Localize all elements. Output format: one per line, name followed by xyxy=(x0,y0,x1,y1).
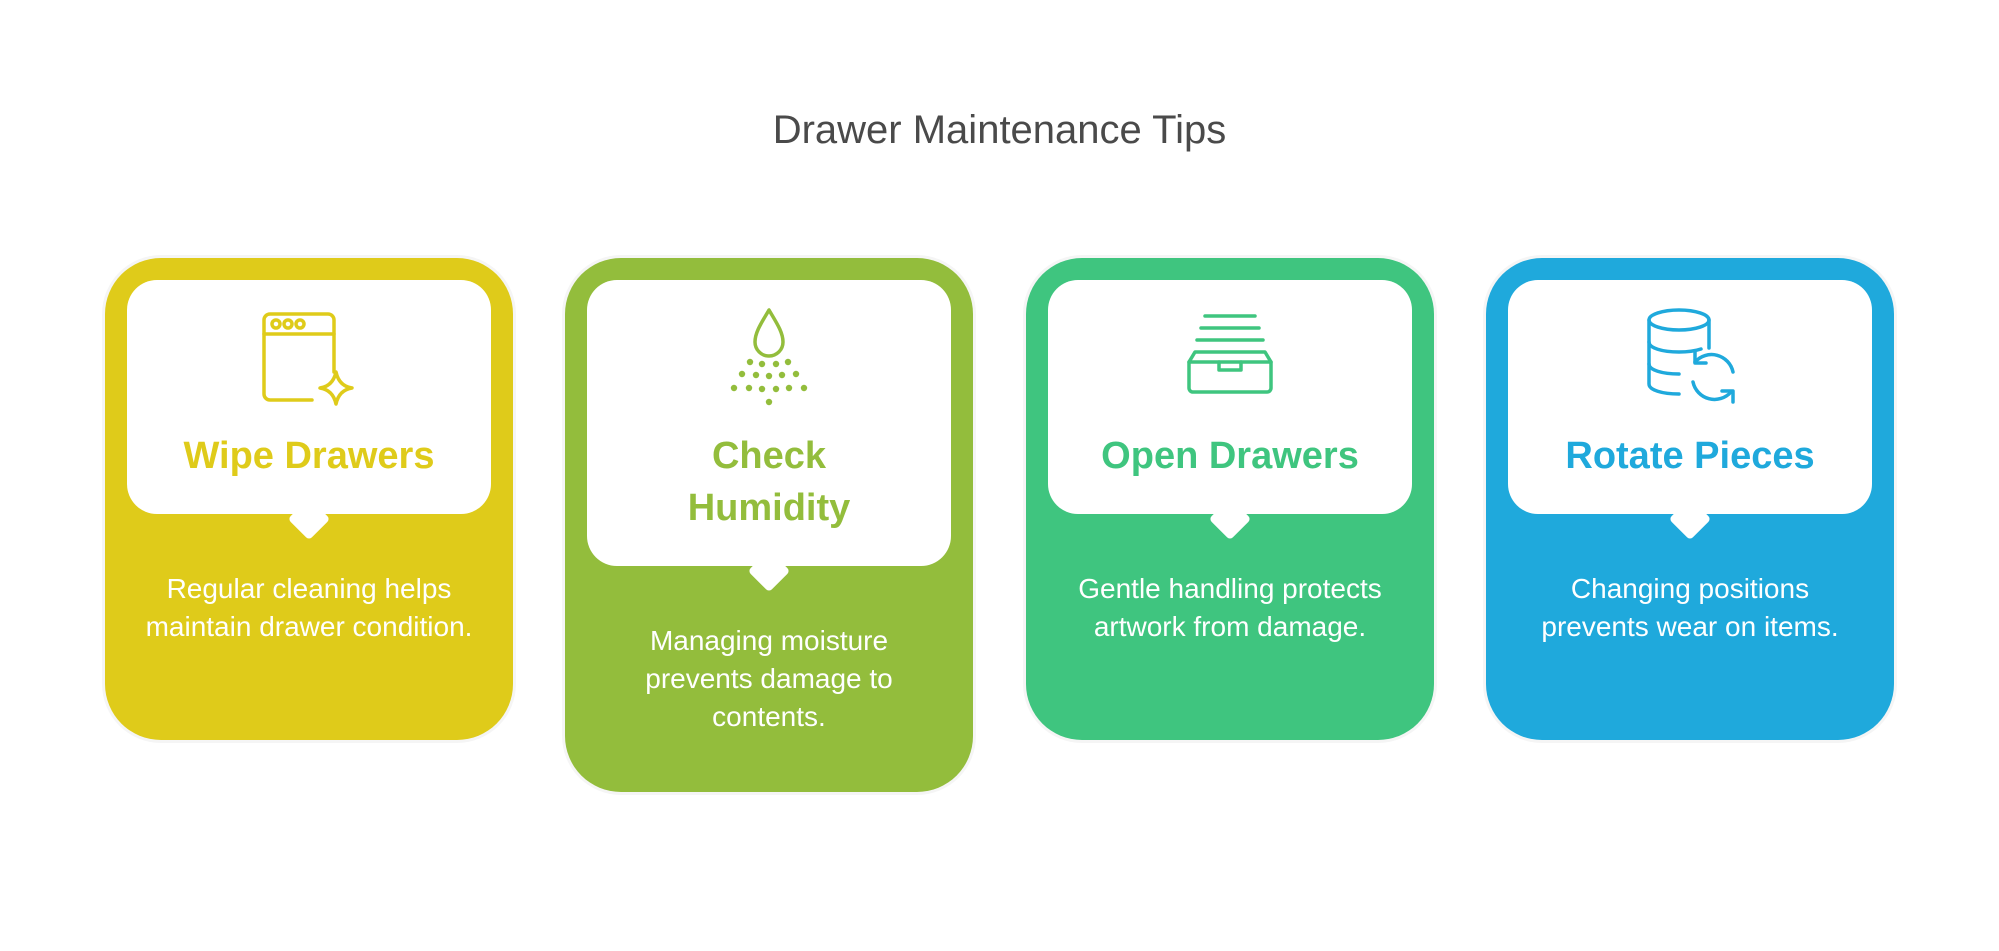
card-description: Managing moisture prevents damage to con… xyxy=(645,625,893,732)
card-title: Wipe Drawers xyxy=(183,435,435,477)
tip-card-open-drawers: Open Drawers Gentle handling protects ar… xyxy=(1026,258,1434,740)
card-title: Check Humidity xyxy=(687,435,851,529)
card-pointer xyxy=(1208,497,1252,541)
tip-card-wipe-drawers: Wipe Drawers Regular cleaning helps main… xyxy=(105,258,513,740)
card-title: Rotate Pieces xyxy=(1565,435,1815,477)
card-description: Changing positions prevents wear on item… xyxy=(1541,573,1839,642)
card-header-panel: Open Drawers xyxy=(1048,280,1412,541)
drawer-tray-icon xyxy=(1187,314,1273,394)
card-header-panel: Check Humidity xyxy=(587,280,951,593)
page-title: Drawer Maintenance Tips xyxy=(772,108,1227,152)
card-pointer xyxy=(287,497,331,541)
card-pointer xyxy=(747,549,791,593)
browser-sparkle-icon xyxy=(262,312,354,406)
card-title: Open Drawers xyxy=(1101,435,1359,477)
database-sync-icon xyxy=(1647,308,1735,404)
card-header-panel: Wipe Drawers xyxy=(127,280,491,541)
card-header-panel: Rotate Pieces xyxy=(1508,280,1872,541)
tip-card-rotate-pieces: Rotate Pieces Changing positions prevent… xyxy=(1486,258,1894,740)
tip-card-check-humidity: Check Humidity Managing moisture prevent… xyxy=(565,258,973,792)
water-drop-mist-icon xyxy=(730,308,808,406)
card-pointer xyxy=(1668,497,1712,541)
card-description: Regular cleaning helps maintain drawer c… xyxy=(145,573,473,642)
card-description: Gentle handling protects artwork from da… xyxy=(1078,573,1382,642)
